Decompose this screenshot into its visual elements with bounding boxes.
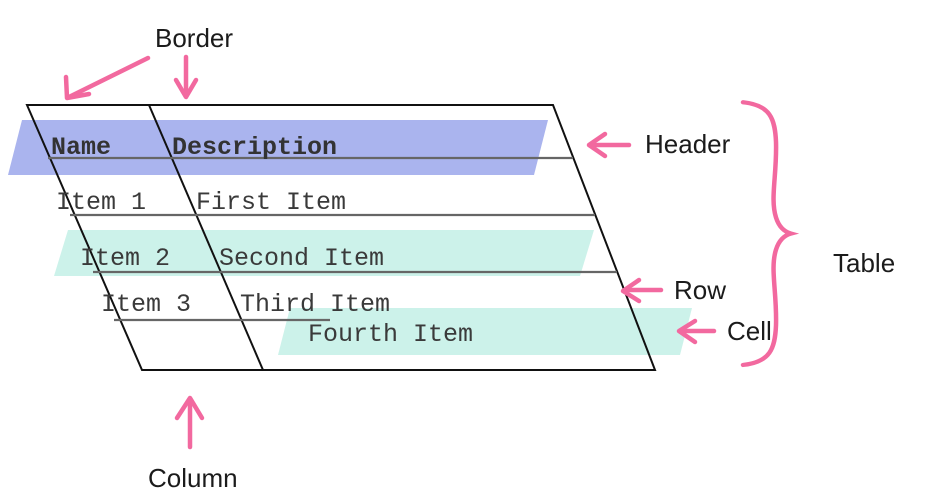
annotation-table: Table [740, 100, 895, 368]
cell-name-row-3: Item 3 [101, 290, 191, 319]
table-brace-icon [740, 100, 800, 368]
cell-description-row-3: Third Item [240, 290, 390, 319]
cell-description-row-4: Fourth Item [308, 320, 473, 349]
annotation-label-column: Column [148, 463, 238, 493]
border-arrow-diagonal-head-icon [63, 74, 92, 101]
highlight-bands [8, 120, 692, 355]
column-divider-line [148, 104, 264, 371]
row-band-item2 [54, 230, 594, 276]
cell-description-row-2: Second Item [219, 244, 384, 273]
cell-description-row-1: First Item [196, 188, 346, 217]
header-band [8, 120, 548, 175]
header-cell-description: Description [172, 133, 337, 162]
annotation-label-cell: Cell [727, 316, 772, 346]
cell-arrow-head-icon [676, 318, 698, 345]
cell-name-row-1: Item 1 [56, 188, 146, 217]
row-arrow-head-icon [620, 277, 642, 304]
column-arrow-head-icon [174, 395, 205, 421]
table-border-outline [25, 104, 657, 371]
cell-band-fourth-item [278, 308, 692, 355]
annotation-border: Border [63, 23, 233, 101]
table-text-layer: Name Description Item 1 First Item Item … [51, 133, 473, 349]
annotation-label-header: Header [645, 129, 731, 159]
annotation-label-row: Row [674, 275, 726, 305]
row-separator-lines [48, 156, 617, 322]
annotation-column: Column [148, 395, 238, 493]
annotation-label-table: Table [833, 248, 895, 278]
cell-name-row-2: Item 2 [80, 244, 170, 273]
annotation-row: Row [620, 275, 726, 305]
annotation-header: Header [586, 129, 731, 159]
table-outline [25, 104, 657, 371]
header-arrow-head-icon [586, 131, 608, 159]
border-arrow-vertical-head-icon [173, 77, 199, 100]
annotation-label-border: Border [155, 23, 233, 53]
annotation-cell: Cell [676, 316, 772, 346]
border-arrow-diagonal-icon [66, 55, 151, 100]
header-cell-name: Name [51, 133, 111, 162]
